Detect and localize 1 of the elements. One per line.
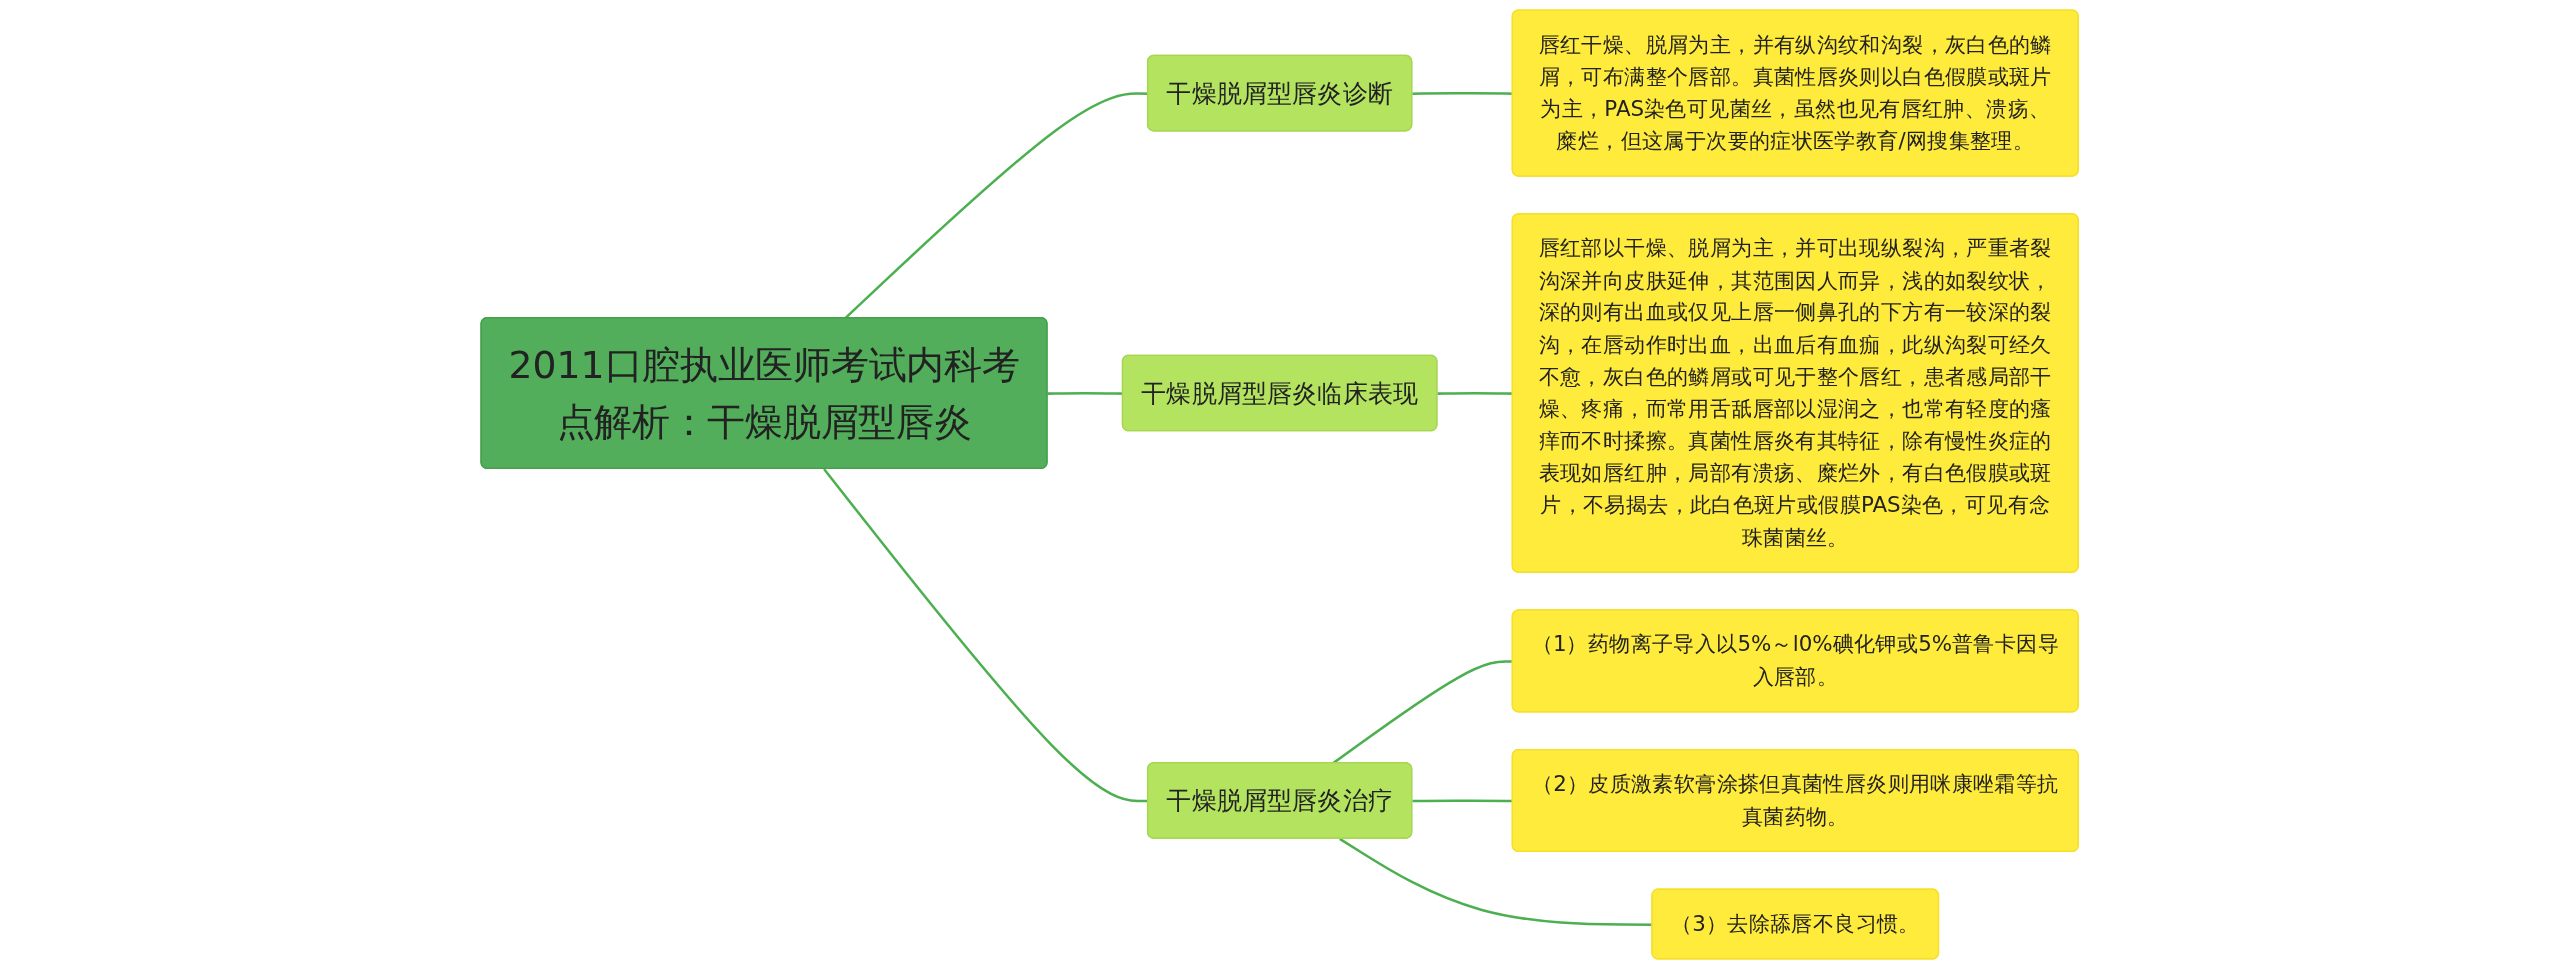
- connector: [1339, 837, 1653, 926]
